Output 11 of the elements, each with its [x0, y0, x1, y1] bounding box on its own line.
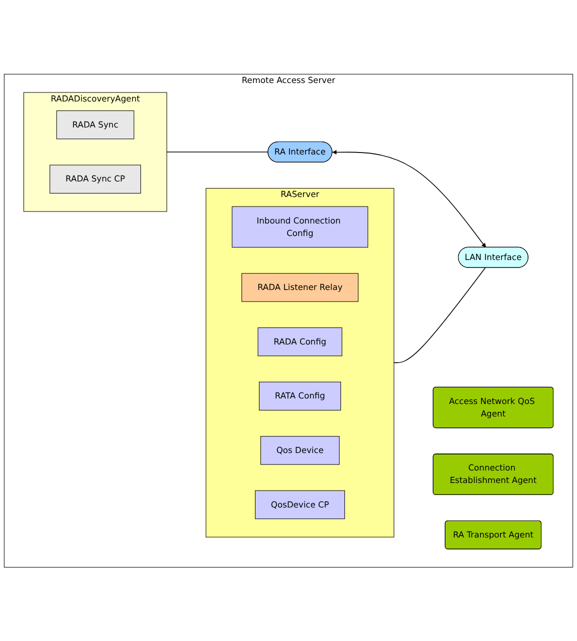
node-box: QosDevice CP: [254, 490, 345, 519]
node-box: RADA Config: [258, 327, 342, 356]
connector: [394, 266, 486, 363]
node-box: Qos Device: [260, 436, 340, 465]
node-box: RADA Sync: [56, 110, 134, 139]
node-box: Inbound Connection Config: [232, 206, 368, 248]
node-box: RATA Config: [258, 382, 341, 410]
arrow: [332, 150, 486, 248]
node-box: RADA Listener Relay: [242, 272, 358, 302]
node-box: RADA Sync CP: [50, 164, 141, 194]
connector: [166, 151, 268, 152]
